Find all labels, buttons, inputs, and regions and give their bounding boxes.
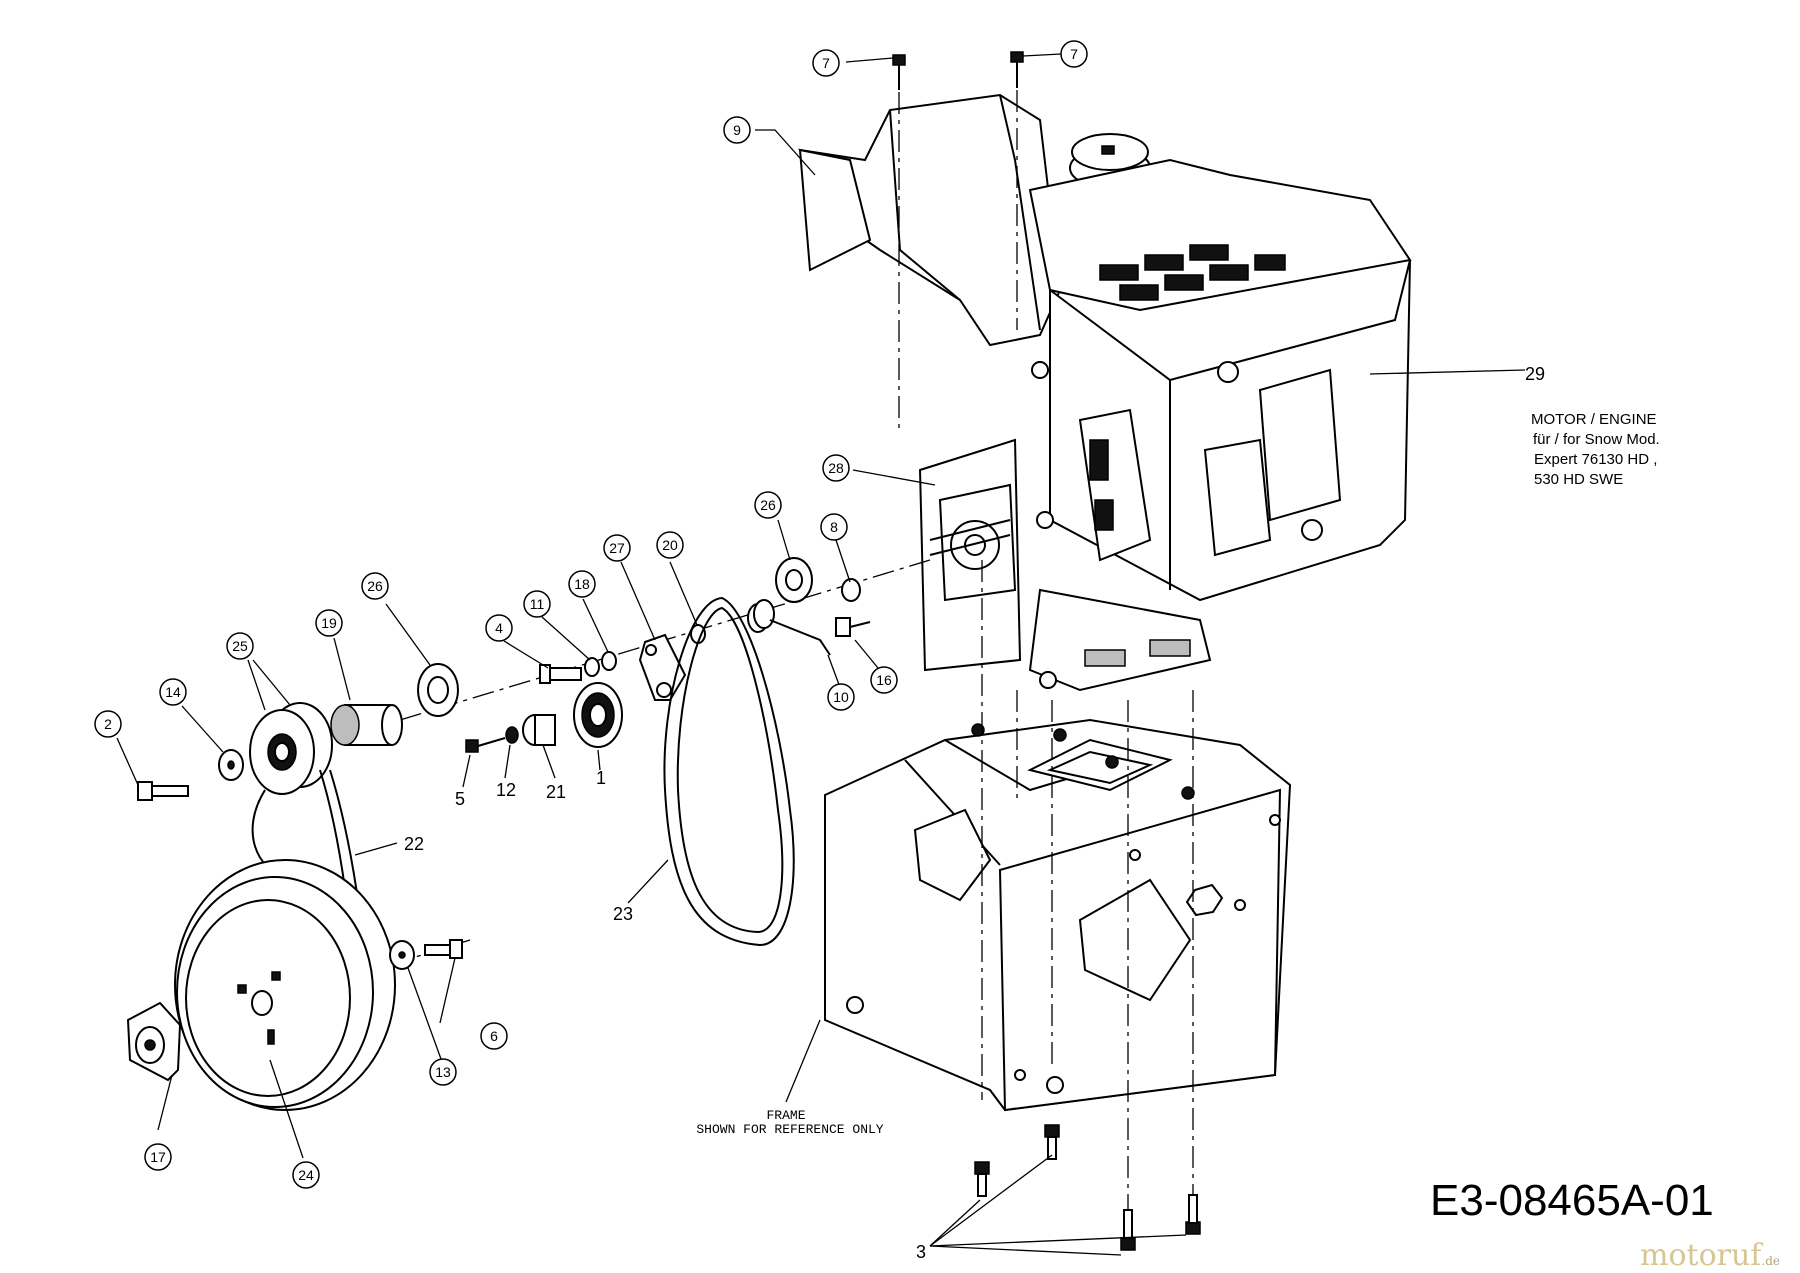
callout-label: 7 xyxy=(1070,46,1078,62)
callout-9: 9 xyxy=(723,116,751,144)
callout-label: 20 xyxy=(662,537,678,553)
callout-label: 28 xyxy=(828,460,844,476)
frame-note: FRAME SHOWN FOR REFERENCE ONLY xyxy=(696,1108,883,1137)
callout-27: 27 xyxy=(603,534,631,562)
callout-14: 14 xyxy=(159,678,187,706)
drawing-code: E3-08465A-01 xyxy=(1430,1176,1714,1225)
callout-label: 2 xyxy=(104,716,112,732)
bolt-3d xyxy=(1185,1194,1201,1235)
engine-vents xyxy=(1099,244,1286,301)
label-1: 1 xyxy=(596,768,606,788)
label-12: 12 xyxy=(496,780,516,800)
bolt-3a xyxy=(974,1161,990,1197)
callout-label: 11 xyxy=(530,596,545,612)
callout-label: 27 xyxy=(609,540,625,556)
callout-20: 20 xyxy=(656,531,684,559)
callout-16: 16 xyxy=(870,666,898,694)
callout-label: 18 xyxy=(574,576,590,592)
bolt-3b xyxy=(1044,1124,1060,1160)
label-23: 23 xyxy=(613,904,633,924)
engine-note-line-2: für / for Snow Mod. xyxy=(1533,431,1660,448)
callout-label: 9 xyxy=(733,122,741,138)
label-3: 3 xyxy=(916,1242,926,1262)
engine-note-line-1: MOTOR / ENGINE xyxy=(1531,411,1657,428)
label-21: 21 xyxy=(546,782,566,802)
callout-label: 17 xyxy=(150,1149,166,1165)
callout-label: 6 xyxy=(490,1028,498,1044)
engine-assembly xyxy=(798,51,1412,692)
label-29: 29 xyxy=(1525,364,1545,384)
callout-label: 26 xyxy=(367,578,383,594)
bolt-3c xyxy=(1120,1209,1136,1251)
callout-28: 28 xyxy=(822,454,850,482)
frame-note-line-2: SHOWN FOR REFERENCE ONLY xyxy=(696,1122,883,1137)
callout-label: 10 xyxy=(833,689,849,705)
bolt-7-left xyxy=(892,54,906,90)
callout-19: 19 xyxy=(315,609,343,637)
callout-7-right: 7 xyxy=(1060,40,1088,68)
callout-4: 4 xyxy=(485,614,513,642)
engine-note-line-3: Expert 76130 HD , xyxy=(1534,451,1657,468)
watermark-logo: motoruf.de xyxy=(1640,1238,1780,1273)
small-parts xyxy=(465,557,871,753)
callout-18: 18 xyxy=(568,570,596,598)
callout-24: 24 xyxy=(292,1161,320,1189)
callout-8: 8 xyxy=(820,513,848,541)
callout-label: 16 xyxy=(876,672,892,688)
frame xyxy=(824,718,1292,1112)
callout-label: 4 xyxy=(495,620,503,636)
callout-label: 7 xyxy=(822,55,830,71)
callout-label: 25 xyxy=(232,638,248,654)
callout-10: 10 xyxy=(827,683,855,711)
callout-label: 24 xyxy=(298,1167,314,1183)
callout-7-left: 7 xyxy=(812,49,840,77)
callout-17: 17 xyxy=(144,1143,172,1171)
callout-2: 2 xyxy=(94,710,122,738)
callout-label: 19 xyxy=(321,615,337,631)
engine-note: MOTOR / ENGINE für / for Snow Mod. Exper… xyxy=(1531,411,1660,488)
callout-11: 11 xyxy=(523,590,551,618)
leader-lines xyxy=(116,53,1526,1256)
watermark-brand: motoruf xyxy=(1640,1238,1762,1273)
callout-26-right: 26 xyxy=(754,491,782,519)
engine-note-line-4: 530 HD SWE xyxy=(1534,471,1623,488)
callout-label: 8 xyxy=(830,519,838,535)
callout-25: 25 xyxy=(226,632,254,660)
callout-26-left: 26 xyxy=(361,572,389,600)
bolts-3 xyxy=(974,1124,1201,1251)
callout-label: 13 xyxy=(435,1064,451,1080)
drive-assembly xyxy=(126,596,795,1111)
callout-6: 6 xyxy=(480,1022,508,1050)
label-22: 22 xyxy=(404,834,424,854)
label-5: 5 xyxy=(455,789,465,809)
callout-label: 26 xyxy=(760,497,776,513)
watermark-suffix: .de xyxy=(1761,1254,1781,1268)
bolt-7-right xyxy=(1010,51,1024,88)
callout-label: 14 xyxy=(165,684,181,700)
callout-13: 13 xyxy=(429,1058,457,1086)
frame-note-line-1: FRAME xyxy=(766,1108,805,1123)
